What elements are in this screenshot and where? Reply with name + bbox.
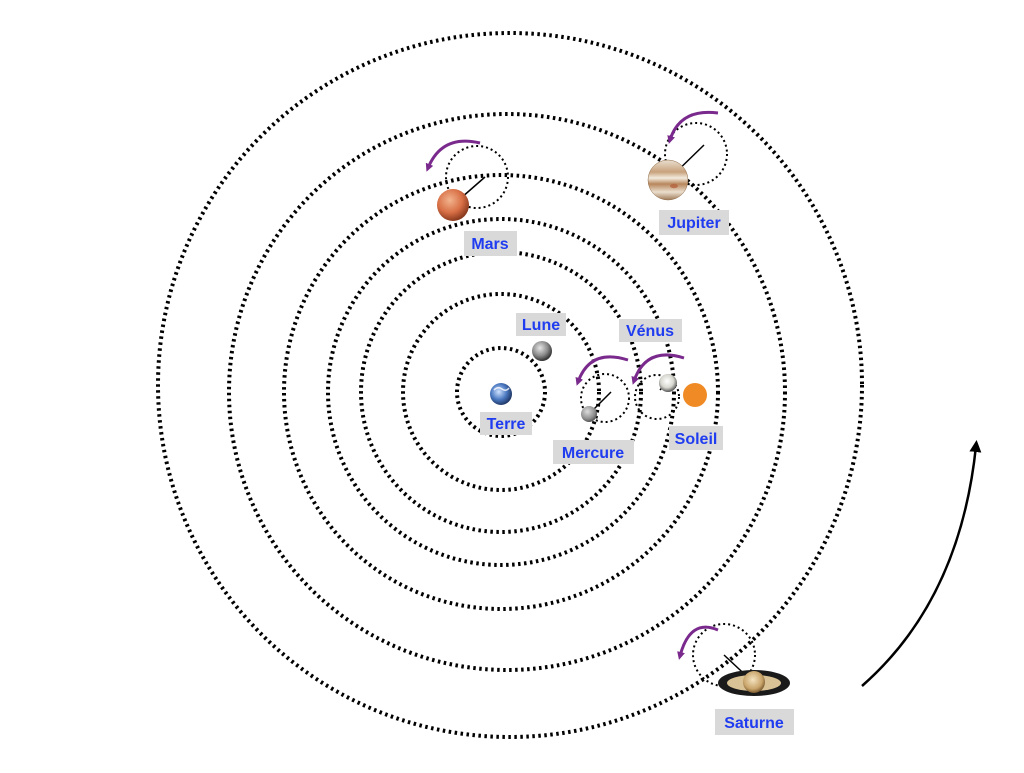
moon-body: [532, 341, 552, 361]
label-mars-text: Mars: [471, 236, 508, 253]
epicycle-mercury: [580, 373, 630, 423]
orbit-mercury: [401, 292, 601, 492]
epicycles: [445, 122, 756, 687]
epicycle-mars: [445, 145, 509, 209]
deferent-orbits: [156, 31, 864, 739]
epicycle-venus: [634, 374, 680, 420]
jupiter-body: [647, 159, 689, 201]
label-mercure: Mercure: [553, 440, 634, 464]
earth: [490, 383, 512, 405]
orbit-direction-arrow: [861, 440, 982, 687]
saturn-rotation-arrow: [677, 625, 719, 660]
orbit-mars: [282, 173, 720, 611]
orbit-jupiter: [227, 112, 787, 672]
jupiter-rotation-arrow: [667, 110, 719, 144]
label-venus-text: Vénus: [626, 323, 674, 340]
earth-clouds: [493, 386, 510, 392]
label-saturne-text: Saturne: [724, 715, 784, 732]
orbit-venus: [359, 250, 643, 534]
label-mercure-text: Mercure: [562, 445, 624, 462]
label-jupiter-text: Jupiter: [667, 215, 720, 232]
label-lune-text: Lune: [522, 317, 560, 334]
mars-body: [437, 189, 469, 221]
label-saturne: Saturne: [715, 709, 794, 735]
epicycle-jupiter: [664, 122, 728, 186]
label-terre: Terre: [480, 412, 532, 435]
venus-rotation-arrow: [631, 353, 685, 385]
orbit-saturn: [156, 31, 864, 739]
epicycle-arrows: [425, 110, 719, 660]
label-venus: Vénus: [619, 319, 682, 342]
label-mars: Mars: [464, 231, 517, 256]
venus-body: [659, 374, 677, 392]
mercury-rotation-arrow: [575, 355, 629, 386]
epicycle-saturn: [692, 623, 756, 687]
orbit-sun: [326, 217, 676, 567]
label-soleil: Soleil: [669, 426, 723, 450]
label-terre-text: Terre: [487, 416, 526, 433]
earth-globe: [490, 383, 512, 405]
mars-rotation-arrow: [425, 139, 481, 172]
label-jupiter: Jupiter: [659, 210, 729, 235]
sun-body: [683, 383, 707, 407]
saturn-body: [718, 670, 790, 696]
label-lune: Lune: [516, 313, 566, 336]
orbit-moon: [455, 346, 547, 438]
mercury-body: [581, 406, 597, 422]
label-soleil-text: Soleil: [675, 431, 718, 448]
